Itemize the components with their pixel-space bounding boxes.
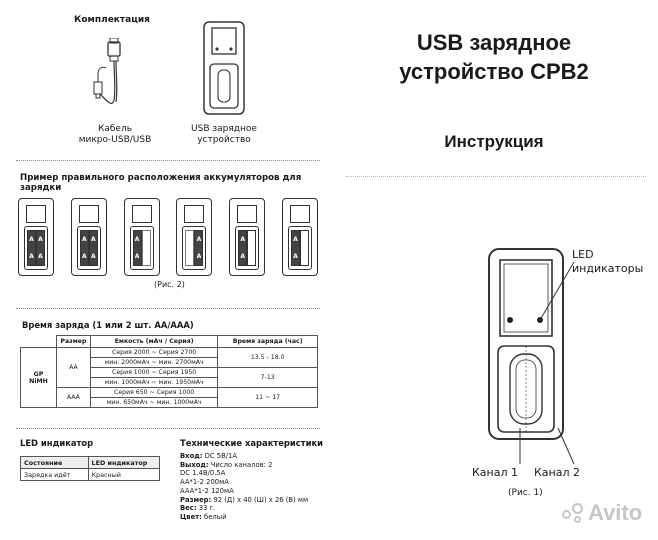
led-title: LED индикатор <box>20 438 94 448</box>
divider <box>16 160 320 161</box>
instruction-heading: Инструкция <box>444 132 544 151</box>
fig1-caption: (Рис. 1) <box>508 488 543 498</box>
divider <box>16 308 320 309</box>
led-table: Состояние LED индикатор Зарядка идёт Кра… <box>20 456 161 481</box>
specs-title: Технические характеристики <box>180 438 324 448</box>
channel-2-label: Канал 2 <box>534 466 581 479</box>
fig2-caption: (Рис. 2) <box>154 280 185 289</box>
table-row: AAA Серия 650 ~ Серия 1000 11 ~ 17 <box>21 387 318 408</box>
led-callout: LED индикаторы <box>572 248 644 275</box>
charge-time-table: Размер Емкость (мАч / Серия) Время заряд… <box>20 335 318 408</box>
table-row: Зарядка идёт Красный <box>20 468 161 481</box>
kit-title: Комплектация <box>74 15 150 25</box>
charger-diagram <box>488 248 564 440</box>
cable-label: Кабель микро-USB/USB <box>78 124 152 145</box>
table-row: мин. 650мАч ~ мин. 1000мАч <box>21 397 318 408</box>
right-page: USB зарядное устройство CPB2 Инструкция … <box>330 0 658 540</box>
spec-output-line: DC 1.4В/0.5А <box>180 469 226 478</box>
usb-cable-illustration <box>93 38 121 104</box>
avito-logo-icon <box>562 502 584 524</box>
table-header-row: Состояние LED индикатор <box>20 456 161 469</box>
callout-lines <box>519 261 575 465</box>
channel-1-label: Канал 1 <box>472 466 519 479</box>
divider <box>16 428 320 429</box>
divider <box>346 176 646 177</box>
charger-illustration <box>203 21 245 115</box>
battery-slot-empty <box>185 230 195 266</box>
battery-cell <box>247 230 257 266</box>
spec-output-line: AA*1-2 200мА <box>180 478 229 487</box>
spec-input: Вход: DC 5В/1А <box>180 452 238 460</box>
spec-output-line: AAA*1-2 120мА <box>180 486 234 495</box>
main-title: USB зарядное устройство CPB2 <box>399 30 589 84</box>
battery-cell <box>299 230 309 266</box>
spec-weight: Вес: 33 г. <box>180 504 216 513</box>
charge-time-title: Время заряда (1 или 2 шт. AA/AAA) <box>22 320 194 330</box>
spec-color: Цвет: белый <box>180 512 227 521</box>
placement-title: Пример правильного расположения аккумуля… <box>20 173 302 193</box>
battery-slot-empty <box>141 230 151 266</box>
spec-size: Размер: 92 (Д) х 40 (Ш) х 26 (В) мм <box>180 495 309 504</box>
table-header-row: Размер Емкость (мАч / Серия) Время заряд… <box>20 335 318 348</box>
left-page: Комплектация Кабель микро-USB/USB USB за… <box>16 15 330 522</box>
spec-output: Выход: Число каналов: 2 <box>180 460 273 469</box>
charger-label: USB зарядное устройство <box>191 124 257 145</box>
specs-list: Вход: DC 5В/1А Выход: Число каналов: 2 D… <box>180 452 330 522</box>
watermark: Avito <box>562 500 642 526</box>
